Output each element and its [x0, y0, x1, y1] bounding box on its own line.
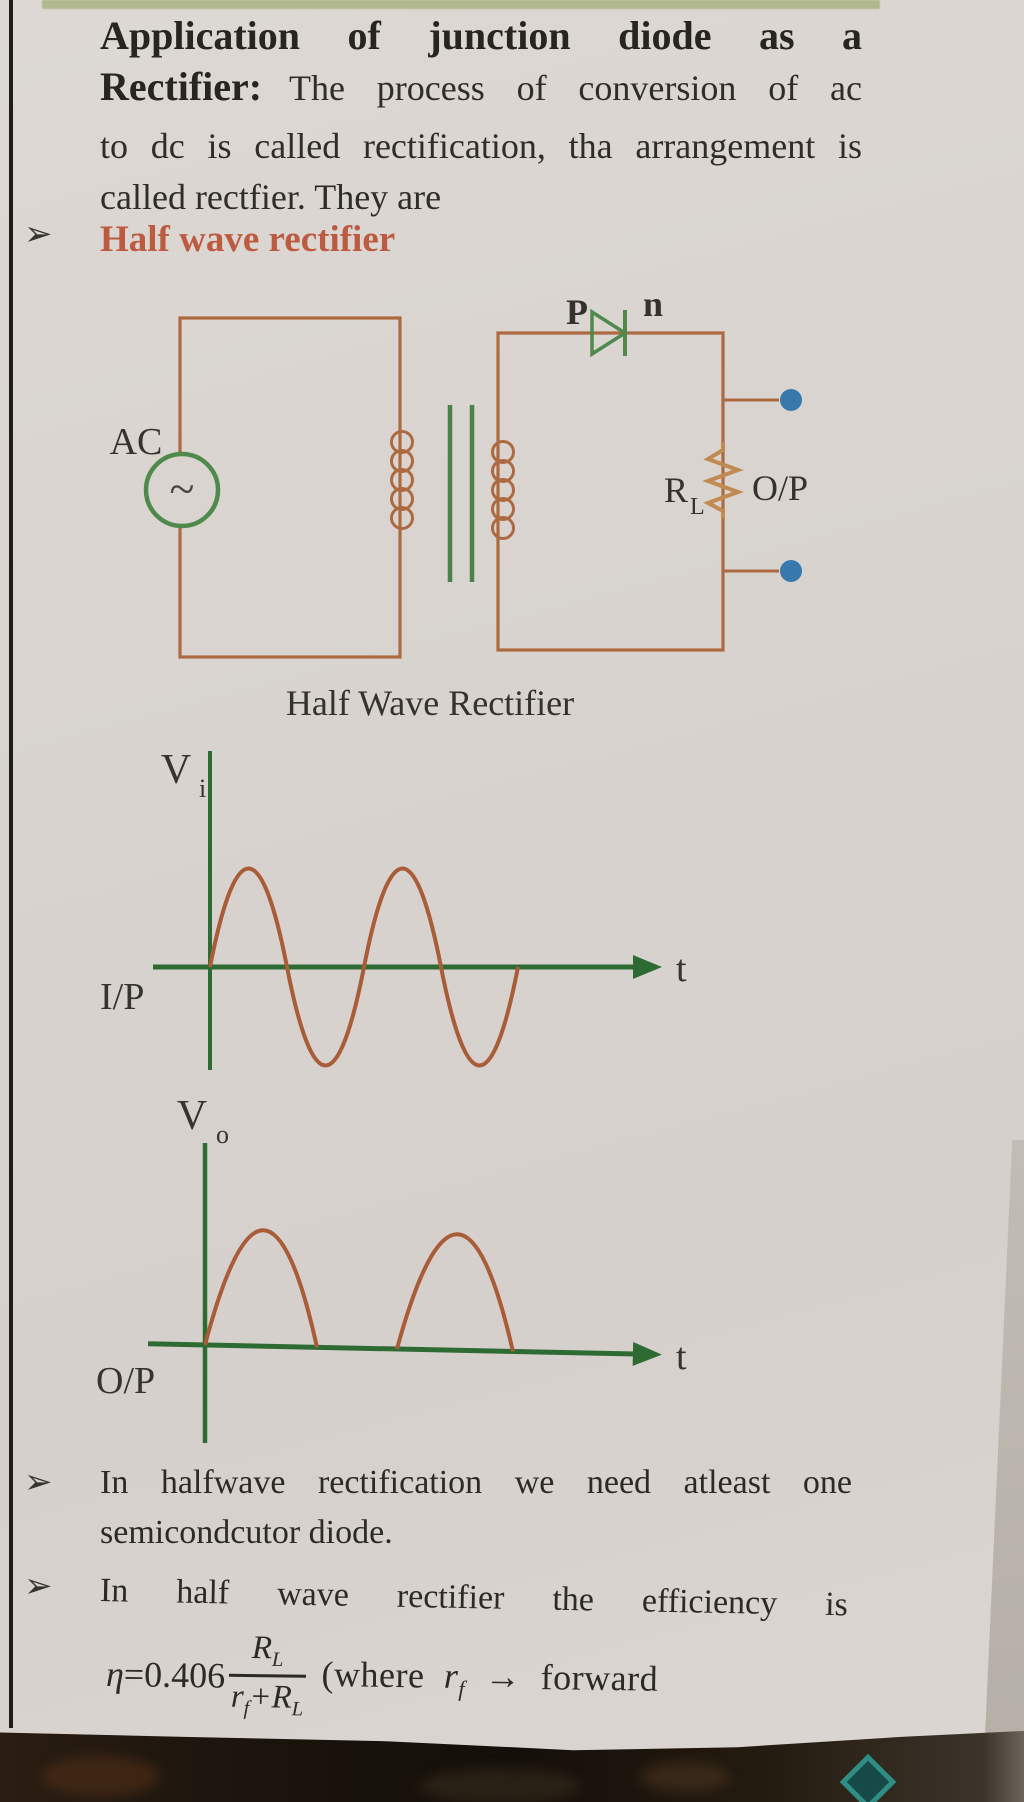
input-y-axis-label-sub: i [199, 774, 206, 803]
output-y-axis-label-sub: o [216, 1120, 229, 1149]
note-line: In halfwave rectification we need atleas… [100, 1464, 852, 1501]
circuit-caption: Half Wave Rectifier [285, 683, 575, 723]
output-x-axis-arrowhead [632, 1341, 662, 1366]
title-line-2: Rectifier: The process of conversion of … [100, 64, 863, 109]
diode-p-label: P [566, 292, 588, 332]
title-line-1: Application of junction diode as a [100, 13, 862, 58]
title-line-3: to dc is called rectification, tha arran… [100, 126, 862, 166]
formula-equals: = [123, 1653, 145, 1695]
load-resistor-label-sub: L [690, 494, 705, 520]
efficiency-formula: η=0.406 RL rf+RL (where rf → forward [105, 1628, 659, 1727]
output-axis-group [147, 1228, 662, 1366]
background-diamond-ornament [839, 1753, 897, 1802]
input-sine-wave [208, 866, 520, 1068]
arrow-bullet-icon: ➢ [24, 1462, 53, 1502]
output-signal-label: O/P [96, 1360, 155, 1402]
ac-source-icon [143, 451, 221, 529]
output-half-wave-pulse [395, 1232, 515, 1352]
right-arrow-symbol: → [484, 1656, 522, 1697]
ac-source-label: AC [110, 421, 163, 463]
photo-background-band [0, 1730, 1024, 1802]
background-blur-blob [640, 1762, 730, 1792]
diode-n-label: n [643, 284, 663, 324]
page-top-highlight-strip [42, 0, 880, 9]
background-blur-blob [40, 1756, 160, 1796]
input-signal-label: I/P [100, 976, 144, 1018]
output-terminal-dot [780, 560, 802, 582]
formula-coefficient: 0.406 [143, 1654, 226, 1696]
input-y-axis-label: V [161, 747, 191, 793]
left-margin-rule [9, 0, 13, 1728]
title-line-4: called rectfier. They are [100, 177, 442, 217]
formula-fraction: RL rf+RL [229, 1630, 307, 1722]
page-title: Application of junction diode as a Recti… [100, 10, 862, 223]
formula-eta: η [105, 1653, 125, 1694]
note-efficiency: In half wave rectifier the efficiency is [99, 1572, 849, 1624]
note-line: semicondcutor diode. [100, 1514, 393, 1551]
diode-icon [590, 308, 629, 358]
output-x-axis-label: t [676, 1336, 687, 1378]
section-heading-halfwave: Half wave rectifier [100, 219, 396, 260]
output-terminal-dot [780, 389, 802, 411]
arrow-bullet-icon: ➢ [24, 214, 53, 254]
transformer-primary-coil [390, 430, 414, 530]
arrow-bullet-icon: ➢ [24, 1566, 53, 1606]
half-wave-rectifier-circuit-diagram: ~ AC P n R L O/P [110, 284, 808, 659]
formula-denominator: rf+RL [230, 1678, 304, 1721]
ac-sine-symbol: ~ [170, 463, 195, 514]
formula-where-clause: (where rf → forward [321, 1654, 659, 1702]
input-x-axis-label: t [676, 948, 687, 990]
formula-numerator: RL [251, 1630, 284, 1672]
load-resistor-icon [702, 442, 744, 519]
transformer-secondary-coil [491, 440, 515, 540]
output-op-label: O/P [752, 468, 808, 508]
input-x-axis-arrowhead [633, 955, 662, 979]
output-y-axis-label: V [177, 1093, 207, 1139]
note-halfwave-diode: In halfwave rectification we need atleas… [100, 1458, 852, 1558]
input-waveform-graph: V i t I/P [100, 747, 687, 1070]
output-x-axis [147, 1341, 638, 1357]
output-waveform-graph: V o t O/P [96, 1093, 687, 1443]
secondary-circuit-loop [496, 331, 725, 652]
output-half-wave-pulse [203, 1228, 319, 1348]
title-bold-word: Rectifier: [100, 64, 263, 109]
background-blur-blob [420, 1768, 580, 1802]
load-resistor-label: R [664, 470, 688, 510]
